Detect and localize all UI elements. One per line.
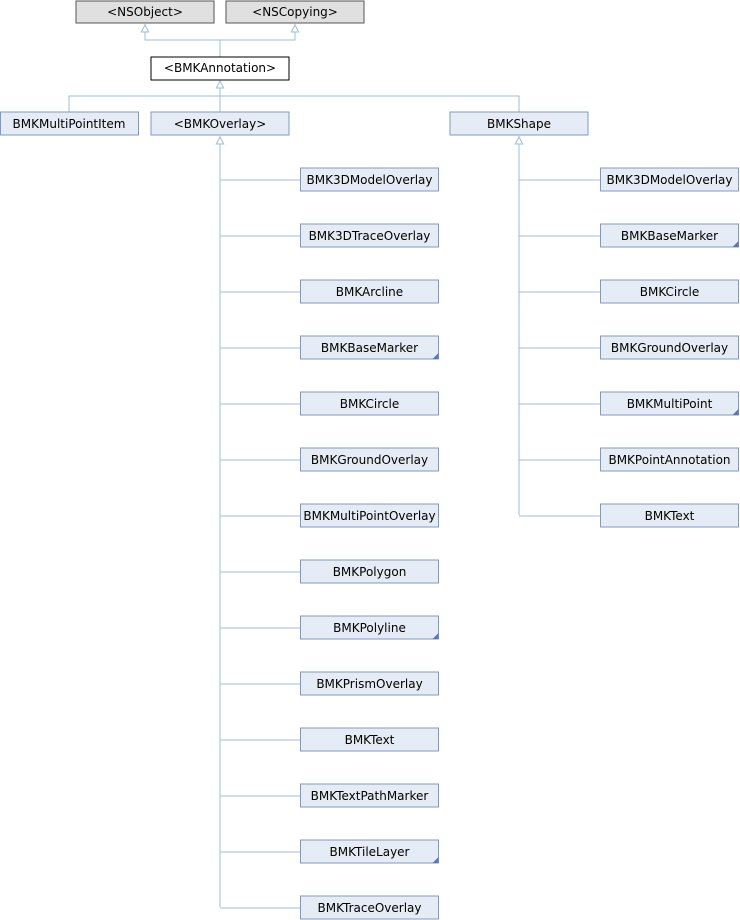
node-overlay-child-bmk3dtraceoverlay-label: BMK3DTraceOverlay (309, 229, 431, 243)
node-shape-child-bmk3dmodeloverlay-label: BMK3DModelOverlay (606, 173, 732, 187)
node-shape-child-bmkgroundoverlay-label: BMKGroundOverlay (611, 341, 728, 355)
node-overlay-child-bmkarcline[interactable]: BMKArcline (300, 279, 439, 304)
node-overlay-child-bmk3dmodeloverlay-label: BMK3DModelOverlay (306, 173, 432, 187)
node-nscopying: <NSCopying> (225, 0, 365, 24)
node-nsobject: <NSObject> (75, 0, 215, 24)
node-overlay-child-bmkpolygon[interactable]: BMKPolygon (300, 559, 439, 584)
node-overlay-child-bmkarcline-label: BMKArcline (336, 285, 403, 299)
node-bmkannotation: <BMKAnnotation> (150, 56, 290, 81)
node-shape-child-bmktext-label: BMKText (645, 509, 695, 523)
node-overlay-child-bmktext-label: BMKText (345, 733, 395, 747)
node-overlay-child-bmktilelayer-label: BMKTileLayer (330, 845, 410, 859)
edge-annotation-children (68, 81, 520, 112)
more-subclasses-marker (432, 353, 439, 359)
more-subclasses-marker (432, 857, 439, 863)
node-overlay-child-bmkmultipointoverlay-label: BMKMultiPointOverlay (303, 509, 435, 523)
node-shape-child-bmkcircle[interactable]: BMKCircle (600, 279, 739, 304)
node-shape-child-bmkbasemarker[interactable]: BMKBaseMarker (600, 223, 739, 248)
edge-annotation-to-protocols (144, 24, 296, 57)
node-nscopying-label: <NSCopying> (252, 5, 338, 19)
more-subclasses-marker (732, 241, 739, 247)
shape-children: BMK3DModelOverlayBMKBaseMarkerBMKCircleB… (600, 167, 739, 528)
node-shape-child-bmkpointannotation-label: BMKPointAnnotation (608, 453, 730, 467)
node-nsobject-label: <NSObject> (107, 5, 183, 19)
node-overlay-child-bmktilelayer[interactable]: BMKTileLayer (300, 839, 439, 864)
node-bmkoverlay-label: <BMKOverlay> (174, 117, 267, 131)
node-overlay-child-bmkcircle-label: BMKCircle (340, 397, 400, 411)
node-shape-child-bmktext[interactable]: BMKText (600, 503, 739, 528)
node-overlay-child-bmk3dtraceoverlay[interactable]: BMK3DTraceOverlay (300, 223, 439, 248)
shape-branches (519, 179, 601, 517)
node-shape-child-bmk3dmodeloverlay[interactable]: BMK3DModelOverlay (600, 167, 739, 192)
more-subclasses-marker (432, 633, 439, 639)
node-shape-child-bmkpointannotation[interactable]: BMKPointAnnotation (600, 447, 739, 472)
node-overlay-child-bmktextpathmarker[interactable]: BMKTextPathMarker (300, 783, 439, 808)
node-bmkoverlay[interactable]: <BMKOverlay> (150, 111, 290, 136)
node-overlay-child-bmkpolyline-label: BMKPolyline (333, 621, 406, 635)
node-overlay-child-bmkprismoverlay[interactable]: BMKPrismOverlay (300, 671, 439, 696)
node-shape-child-bmkbasemarker-label: BMKBaseMarker (621, 229, 718, 243)
overlay-children: BMK3DModelOverlayBMK3DTraceOverlayBMKArc… (300, 167, 439, 920)
node-bmkmultipointitem-label: BMKMultiPointItem (13, 117, 126, 131)
node-overlay-child-bmk3dmodeloverlay[interactable]: BMK3DModelOverlay (300, 167, 439, 192)
node-bmkmultipointitem[interactable]: BMKMultiPointItem (0, 111, 139, 136)
node-overlay-child-bmkcircle[interactable]: BMKCircle (300, 391, 439, 416)
node-overlay-child-bmkbasemarker-label: BMKBaseMarker (321, 341, 418, 355)
node-overlay-child-bmkpolyline[interactable]: BMKPolyline (300, 615, 439, 640)
node-overlay-child-bmkmultipointoverlay[interactable]: BMKMultiPointOverlay (300, 503, 439, 528)
node-overlay-child-bmkbasemarker[interactable]: BMKBaseMarker (300, 335, 439, 360)
node-overlay-child-bmkprismoverlay-label: BMKPrismOverlay (316, 677, 422, 691)
more-subclasses-marker (732, 409, 739, 415)
node-overlay-child-bmkpolygon-label: BMKPolygon (333, 565, 407, 579)
node-overlay-child-bmktext[interactable]: BMKText (300, 727, 439, 752)
node-overlay-child-bmkgroundoverlay-label: BMKGroundOverlay (311, 453, 428, 467)
node-shape-child-bmkmultipoint-label: BMKMultiPoint (627, 397, 713, 411)
node-overlay-child-bmktextpathmarker-label: BMKTextPathMarker (311, 789, 429, 803)
node-shape-child-bmkmultipoint[interactable]: BMKMultiPoint (600, 391, 739, 416)
node-bmkshape-label: BMKShape (487, 117, 551, 131)
node-overlay-child-bmktraceoverlay-label: BMKTraceOverlay (317, 901, 421, 915)
edges-layer (68, 24, 601, 909)
node-shape-child-bmkcircle-label: BMKCircle (640, 285, 700, 299)
node-bmkshape[interactable]: BMKShape (449, 111, 589, 136)
node-overlay-child-bmkgroundoverlay[interactable]: BMKGroundOverlay (300, 447, 439, 472)
node-overlay-child-bmktraceoverlay[interactable]: BMKTraceOverlay (300, 895, 439, 920)
node-bmkannotation-label: <BMKAnnotation> (164, 61, 276, 75)
node-shape-child-bmkgroundoverlay[interactable]: BMKGroundOverlay (600, 335, 739, 360)
overlay-branches (220, 179, 301, 909)
